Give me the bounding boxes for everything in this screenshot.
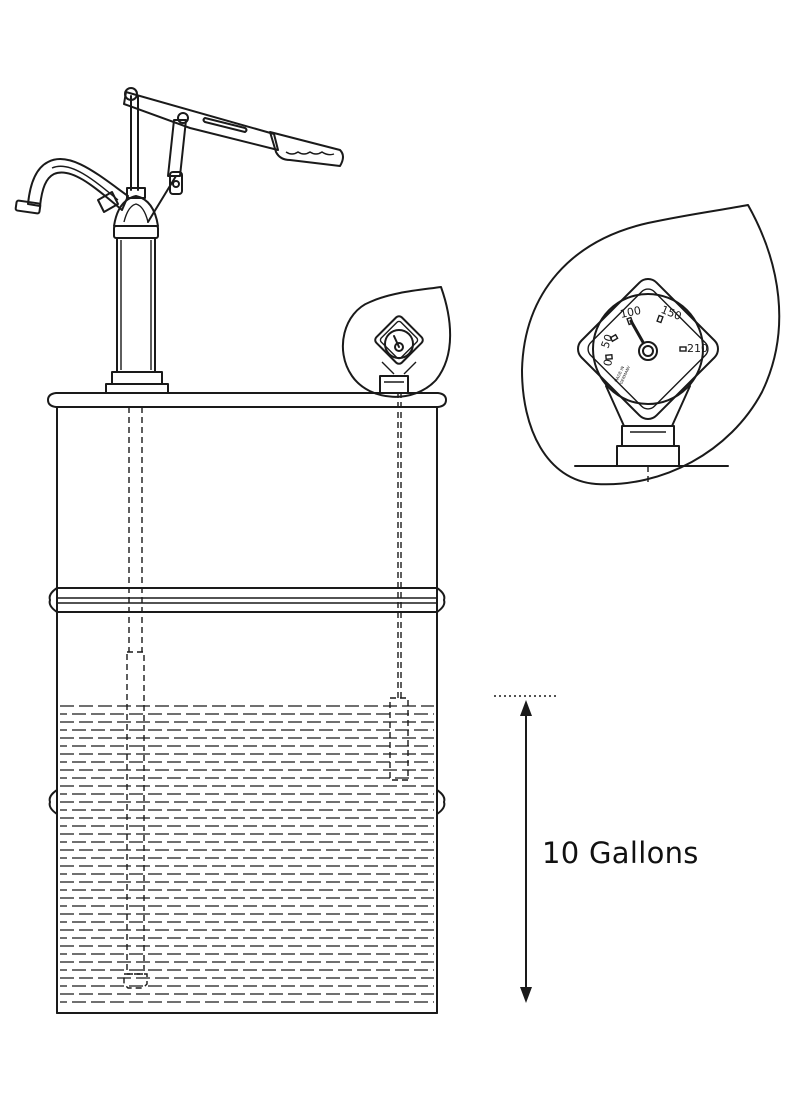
pump-bung-nut [111,371,163,385]
small-gauge-hub [394,342,404,352]
pump-spout-coupling [97,191,119,213]
small-gauge-needle [393,335,400,348]
gauge-label-0: 0 [601,358,615,367]
small-gauge-body [374,315,424,365]
large-gauge-callout: 0 50 100 150 210 MADE IN GERMANY [521,204,781,486]
gauge-label-50: 50 [599,332,616,350]
large-gauge-body [577,278,719,420]
volume-dimension [494,695,558,1003]
pump-link-arm [167,119,187,177]
pump-collar [113,225,159,239]
pump-handle-lever [123,91,279,151]
gauge-label-100: 100 [619,304,642,321]
gauge-probe [389,392,409,781]
large-gauge-neck [621,425,675,447]
large-gauge-base [616,445,680,467]
pump-head [113,195,159,227]
pump-pivot-pin [124,87,138,101]
pump-hex-nut [126,187,146,199]
pump-link-rod [147,175,177,223]
large-callout-outline [521,204,781,486]
pump-spout [27,158,129,211]
drum-hoop-upper [48,587,446,613]
drum [47,392,447,1014]
pump-barrel [116,237,156,373]
pump-spout-nozzle [14,199,42,215]
small-gauge-callout [342,286,452,398]
pump-base [105,383,169,394]
small-gauge-base [379,375,409,394]
gauge-small-print-1: MADE IN [613,365,625,383]
gauge-label-210: 210 [687,342,708,355]
volume-arrow-top [520,700,532,716]
volume-arrow-bottom [520,987,532,1003]
drum-hoop-lower [48,789,446,815]
pump-handle-grip [269,131,344,167]
volume-label: 10 Gallons [542,836,699,870]
pump-suction-tube [123,407,148,989]
large-gauge-hub [638,341,658,361]
large-gauge-dial [592,293,704,405]
drum-top-rim [47,392,447,408]
small-callout-outline [342,286,452,398]
hand-pump [14,87,344,394]
liquid-fill [60,705,434,1003]
